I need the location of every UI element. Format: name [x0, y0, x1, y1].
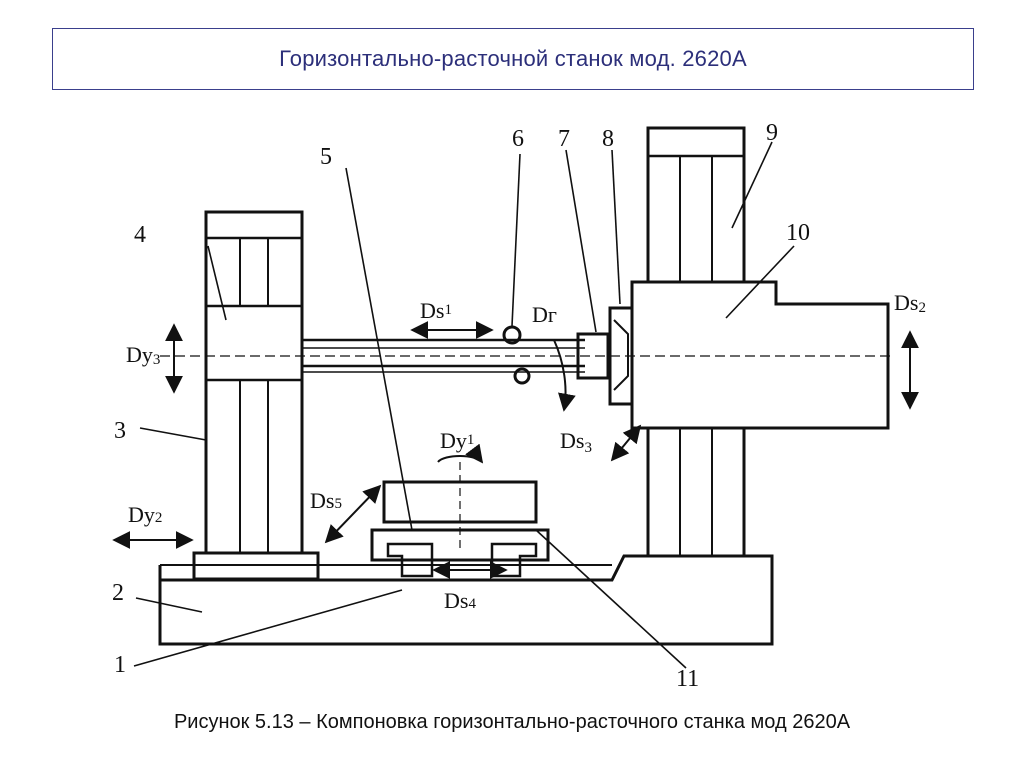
label-ds5: Ds5	[310, 488, 342, 513]
spindle-nose	[576, 332, 610, 380]
part-label-2: 2	[112, 580, 124, 606]
arrow-dy1	[437, 443, 484, 464]
part-label-9: 9	[766, 120, 778, 146]
rotary-table	[370, 528, 550, 562]
part-label-5: 5	[320, 144, 332, 170]
right-column	[646, 126, 746, 284]
table-slide	[386, 542, 434, 578]
tool-cutter-bottom	[513, 367, 531, 385]
arrow-ds3	[610, 424, 642, 462]
part-label-8: 8	[602, 126, 614, 152]
headstock	[630, 280, 890, 430]
label-ds4: Ds4	[444, 588, 476, 613]
label-ds3: Ds3	[560, 428, 592, 456]
left-column	[204, 210, 304, 555]
part-label-1: 1	[114, 652, 126, 678]
part-label-7: 7	[558, 126, 570, 152]
figure-caption: Рисунок 5.13 – Компоновка горизонтально-…	[173, 711, 851, 733]
tool-cutter-top	[502, 325, 522, 345]
part-label-11: 11	[676, 666, 699, 692]
arrow-ds5	[324, 484, 382, 544]
part-label-10: 10	[786, 220, 810, 246]
label-dy3: Dy3	[126, 342, 160, 368]
label-ds2: Ds2	[894, 290, 926, 316]
part-label-6: 6	[512, 126, 524, 152]
arrow-dg	[553, 339, 576, 412]
label-dy1: Dy1	[440, 428, 474, 453]
label-dy2: Dy2	[128, 502, 162, 527]
part-label-4: 4	[134, 222, 146, 248]
label-ds1: Ds1	[420, 298, 452, 323]
part-label-3: 3	[114, 418, 126, 444]
bed	[158, 554, 774, 646]
page-title: Горизонтально-расточной станок мод. 2620…	[279, 46, 747, 71]
label-dg: Dг	[532, 302, 557, 327]
title-box: Горизонтально-расточной станок мод. 2620…	[52, 28, 974, 90]
